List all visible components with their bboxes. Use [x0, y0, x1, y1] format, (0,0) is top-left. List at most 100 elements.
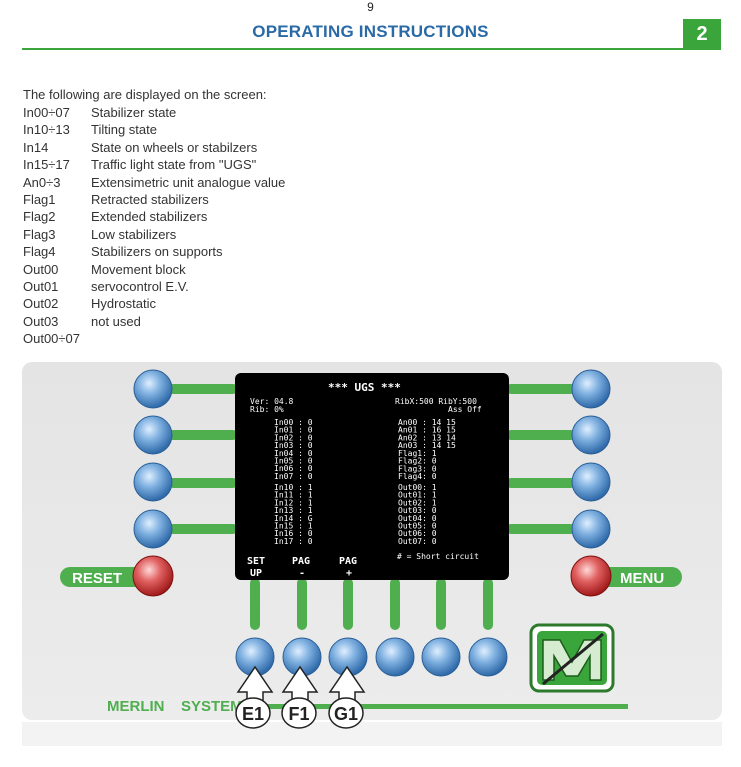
- bottom-connectors: [250, 578, 493, 630]
- definition-desc: Hydrostatic: [91, 296, 157, 312]
- right-button-1[interactable]: [571, 369, 611, 409]
- screen-input-row: In11 : 1: [274, 491, 313, 500]
- definition-code: In15÷17: [23, 157, 70, 173]
- screen-input-row: In02 : 0: [274, 433, 313, 442]
- screen-output-row: Out07: 0: [398, 537, 437, 546]
- bottom-button-6[interactable]: [468, 637, 508, 677]
- definition-desc: State on wheels or stabilzers: [91, 139, 258, 155]
- definition-code: Flag4: [23, 244, 56, 260]
- menu-button[interactable]: [570, 555, 612, 597]
- left-buttons: [132, 369, 174, 597]
- screen-input-row: In14 : G: [274, 514, 313, 523]
- definition-code: In10÷13: [23, 122, 70, 138]
- screen-output-row: Out01: 1: [398, 491, 437, 500]
- brand-merlin: MERLIN: [107, 698, 165, 715]
- definition-code: In14: [23, 139, 49, 155]
- definition-row: Flag3 Low stabilizers: [23, 226, 285, 243]
- screen-input-row: In16 : 0: [274, 529, 313, 538]
- right-button-3[interactable]: [571, 462, 611, 502]
- definition-desc: Extensimetric unit analogue value: [91, 174, 286, 190]
- screen-output-row: Out05: 0: [398, 522, 437, 531]
- definition-desc: servocontrol E.V.: [91, 278, 189, 294]
- definition-code: Flag3: [23, 226, 56, 242]
- reset-button[interactable]: [132, 555, 174, 597]
- menu-label: MENU: [620, 570, 664, 587]
- intro-text: The following are displayed on the scree…: [23, 87, 267, 102]
- left-button-2[interactable]: [133, 415, 173, 455]
- definition-code: An0÷3: [23, 174, 61, 190]
- callout-g1: G1: [328, 665, 366, 729]
- page-title: OPERATING INSTRUCTIONS: [252, 22, 489, 41]
- definition-desc: Low stabilizers: [91, 226, 177, 242]
- softkey-setup-line1: SET: [247, 556, 265, 567]
- bottom-button-5[interactable]: [421, 637, 461, 677]
- callout-arrows: E1 F1 G1: [235, 665, 366, 729]
- right-button-2[interactable]: [571, 415, 611, 455]
- merlin-logo-icon: [529, 623, 615, 693]
- screen-ass-off: Ass Off: [448, 405, 482, 414]
- page-number: 9: [367, 0, 374, 14]
- definition-desc: Tilting state: [91, 122, 157, 138]
- definition-code: Flag2: [23, 209, 56, 225]
- display-screen: [235, 373, 509, 580]
- softkey-pagm-line2: -: [299, 568, 305, 579]
- screen-flag-row: Flag4: 0: [398, 472, 437, 481]
- screen-input-row: In01 : 0: [274, 426, 313, 435]
- left-button-3[interactable]: [133, 462, 173, 502]
- callout-g1-label: G1: [334, 704, 358, 724]
- header-rule: [22, 48, 721, 50]
- screen-input-row: In12 : 1: [274, 498, 313, 507]
- screen-flag-row: Flag3: 0: [398, 464, 437, 473]
- definition-code: In00÷07: [23, 105, 70, 120]
- screen-input-row: In04 : 0: [274, 449, 313, 458]
- definition-row: Out00 Movement block: [23, 261, 285, 278]
- softkey-pagp-line1: PAG: [339, 556, 357, 567]
- chapter-badge: 2: [683, 19, 721, 49]
- definition-code: Flag1: [23, 191, 56, 207]
- screen-output-row: Out02: 1: [398, 498, 437, 507]
- bottom-button-4[interactable]: [375, 637, 415, 677]
- screen-analog-row: An02 : 13 14: [398, 433, 456, 442]
- right-buttons: [570, 369, 612, 597]
- screen-analog-row: An03 : 14 15: [398, 441, 456, 450]
- definition-row: In15÷17 Traffic light state from "UGS": [23, 156, 285, 173]
- screen-input-row: In03 : 0: [274, 441, 313, 450]
- softkey-setup-line2: UP: [250, 568, 262, 579]
- definition-desc: Retracted stabilizers: [91, 191, 209, 207]
- callout-f1-label: F1: [288, 704, 309, 724]
- definition-row: An0÷3 Extensimetric unit analogue value: [23, 174, 285, 191]
- definition-code: Out00: [23, 261, 59, 277]
- definition-desc: Movement block: [91, 261, 186, 277]
- definition-row: Out01 servocontrol E.V.: [23, 278, 285, 295]
- reset-label: RESET: [72, 570, 122, 587]
- left-button-4[interactable]: [133, 509, 173, 549]
- screen-output-row: Out06: 0: [398, 529, 437, 538]
- screen-output-row: Out03: 0: [398, 506, 437, 515]
- panel-shadow: [22, 722, 722, 746]
- screen-input-row: In07 : 0: [274, 472, 313, 481]
- screen-analog-row: An01 : 16 15: [398, 426, 456, 435]
- definition-row: In14 State on wheels or stabilzers: [23, 139, 285, 156]
- screen-flag-row: Flag2: 0: [398, 457, 437, 466]
- screen-rib: Rib: 0%: [250, 405, 284, 414]
- definition-row: In10÷13 Tilting state: [23, 121, 285, 138]
- screen-input-row: In05 : 0: [274, 457, 313, 466]
- right-button-4[interactable]: [571, 509, 611, 549]
- definition-code: Out01: [23, 278, 59, 294]
- screen-input-row: In17 : 0: [274, 537, 313, 546]
- screen-input-row: In06 : 0: [274, 464, 313, 473]
- screen-ver: Ver: 04.8: [250, 397, 294, 406]
- left-button-1[interactable]: [133, 369, 173, 409]
- screen-input-row: In00 : 0: [274, 418, 313, 427]
- definition-desc: Traffic light state from "UGS": [91, 157, 257, 173]
- definition-code: Out00÷07: [23, 331, 81, 347]
- screen-input-row: In15 : 1: [274, 522, 313, 531]
- screen-analog-row: An00 : 14 15: [398, 418, 456, 427]
- callout-f1: F1: [281, 665, 319, 729]
- definition-code: Out03: [23, 313, 59, 329]
